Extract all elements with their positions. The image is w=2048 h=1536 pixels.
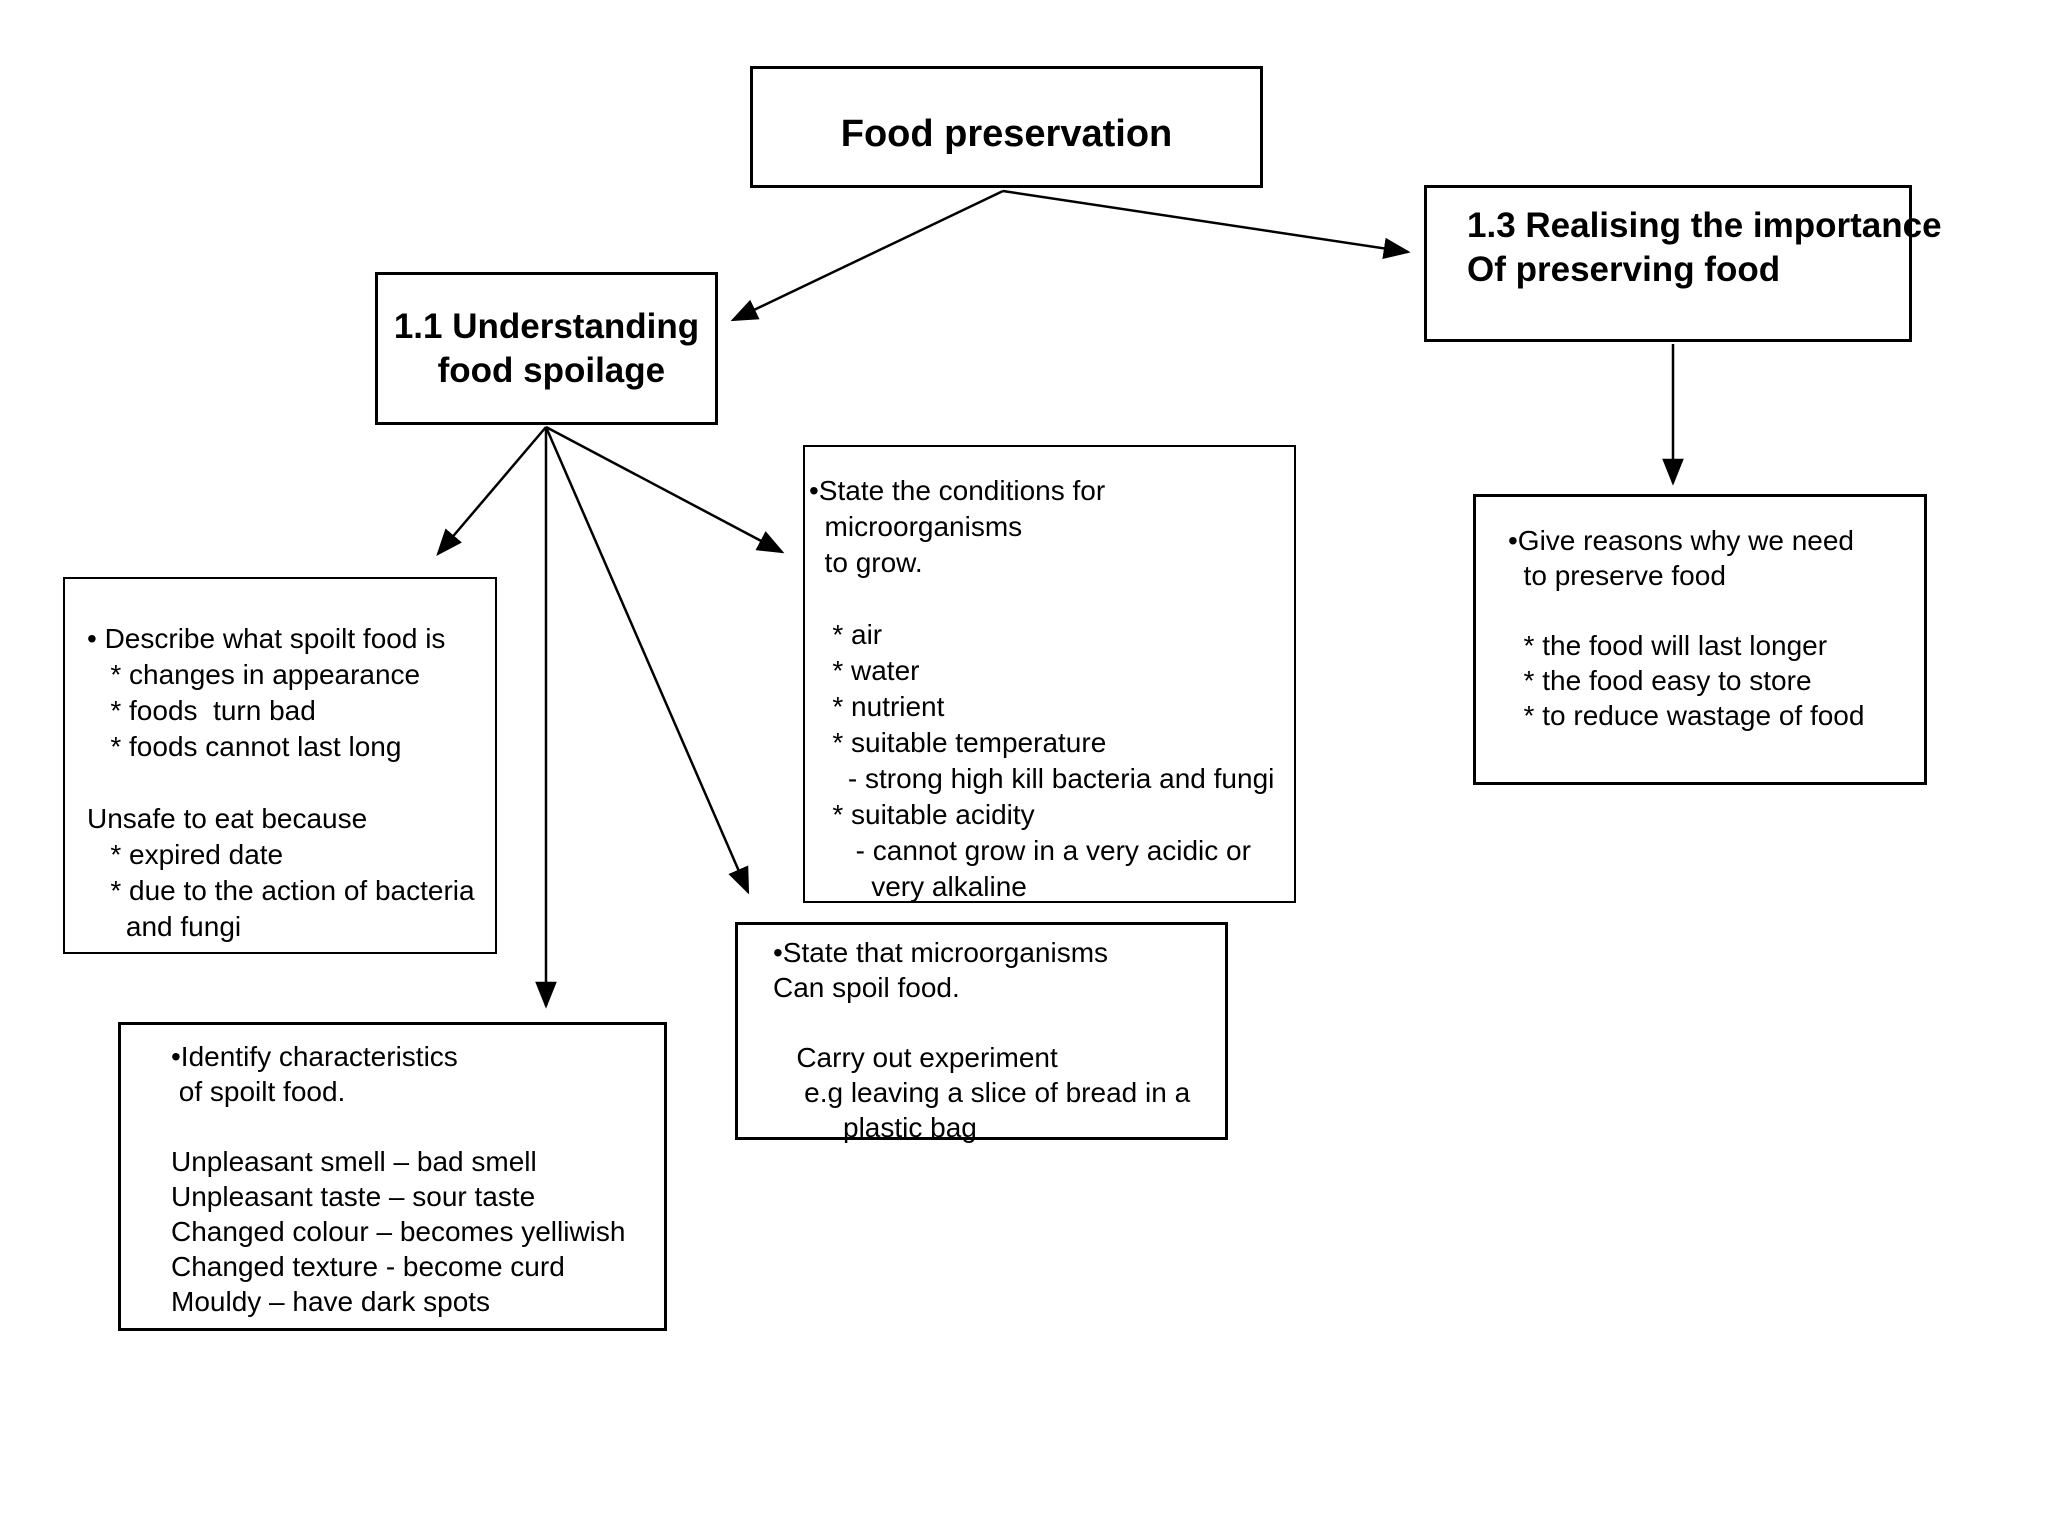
node-realising-importance-label: 1.3 Realising the importance Of preservi…: [1467, 206, 1942, 289]
node-food-preservation-label: Food preservation: [840, 112, 1173, 155]
arrow-understanding-to-describe: [436, 426, 547, 557]
node-identify-characteristics: •Identify characteristics of spoilt food…: [118, 1022, 667, 1331]
arrow-understanding-to-microorganisms: [544, 426, 750, 895]
node-describe-spoilt-food: • Describe what spoilt food is * changes…: [63, 577, 497, 954]
node-conditions-for-microorganisms: •State the conditions for microorganisms…: [803, 445, 1296, 903]
arrow-title-to-understanding: [730, 189, 1004, 322]
node-food-preservation: Food preservation: [750, 66, 1263, 188]
node-understanding-food-spoilage-label: 1.1 Understanding food spoilage: [393, 306, 700, 390]
node-realising-importance: 1.3 Realising the importance Of preservi…: [1424, 185, 1942, 342]
node-reasons-to-preserve: •Give reasons why we need to preserve fo…: [1473, 494, 1927, 785]
arrow-title-to-realising: [1002, 189, 1411, 260]
arrow-understanding-to-conditions: [545, 425, 785, 554]
node-microorganisms-spoil-food: •State that microorganisms Can spoil foo…: [735, 922, 1228, 1143]
node-understanding-food-spoilage: 1.1 Understanding food spoilage: [375, 272, 718, 425]
